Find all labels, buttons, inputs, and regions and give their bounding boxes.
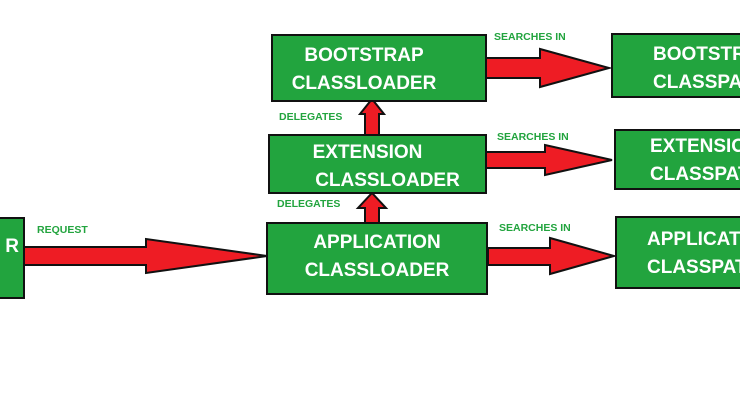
- delegates-upper-label: DELEGATES: [279, 111, 343, 123]
- bootstrap-classloader-box: BOOTSTRAP CLASSLOADER: [271, 34, 487, 102]
- application-classpath-box: APPLICATION CLASSPATH: [615, 216, 740, 289]
- application-searches-arrow: [487, 236, 618, 276]
- application-classloader-box: APPLICATION CLASSLOADER: [266, 222, 488, 295]
- delegates-upper-arrow: [357, 97, 387, 136]
- request-label: REQUEST: [37, 224, 88, 236]
- application-classpath-line1: APPLICATION: [647, 229, 740, 250]
- bootstrap-classpath-box: BOOTSTRAP CLASSPATH: [611, 33, 740, 98]
- extension-classpath-line2: CLASSPATH: [650, 164, 740, 185]
- request-arrow: [23, 237, 268, 275]
- application-classloader-line1: APPLICATION: [313, 232, 441, 253]
- searches-in-extension-label: SEARCHES IN: [497, 131, 569, 143]
- client-box-label: R: [5, 236, 19, 257]
- extension-classpath-line1: EXTENSION: [650, 136, 740, 157]
- bootstrap-classpath-line2: CLASSPATH: [653, 72, 740, 93]
- delegates-lower-label: DELEGATES: [277, 198, 341, 210]
- searches-in-bootstrap-label: SEARCHES IN: [494, 31, 566, 43]
- searches-in-application-label: SEARCHES IN: [499, 222, 571, 234]
- extension-classloader-line1: EXTENSION: [312, 142, 423, 163]
- extension-classpath-box: EXTENSION CLASSPATH: [614, 129, 740, 190]
- bootstrap-searches-arrow: [485, 47, 613, 89]
- extension-classloader-line2: CLASSLOADER: [315, 170, 460, 191]
- extension-searches-arrow: [485, 143, 613, 177]
- bootstrap-classloader-line1: BOOTSTRAP: [304, 45, 424, 66]
- application-classloader-line2: CLASSLOADER: [304, 260, 450, 281]
- bootstrap-classpath-line1: BOOTSTRAP: [653, 44, 740, 65]
- application-classpath-line2: CLASSPATH: [647, 257, 740, 278]
- client-box: R: [0, 217, 25, 299]
- delegates-lower-arrow: [355, 191, 389, 224]
- bootstrap-classloader-line2: CLASSLOADER: [291, 73, 437, 94]
- extension-classloader-box: EXTENSION CLASSLOADER: [268, 134, 487, 194]
